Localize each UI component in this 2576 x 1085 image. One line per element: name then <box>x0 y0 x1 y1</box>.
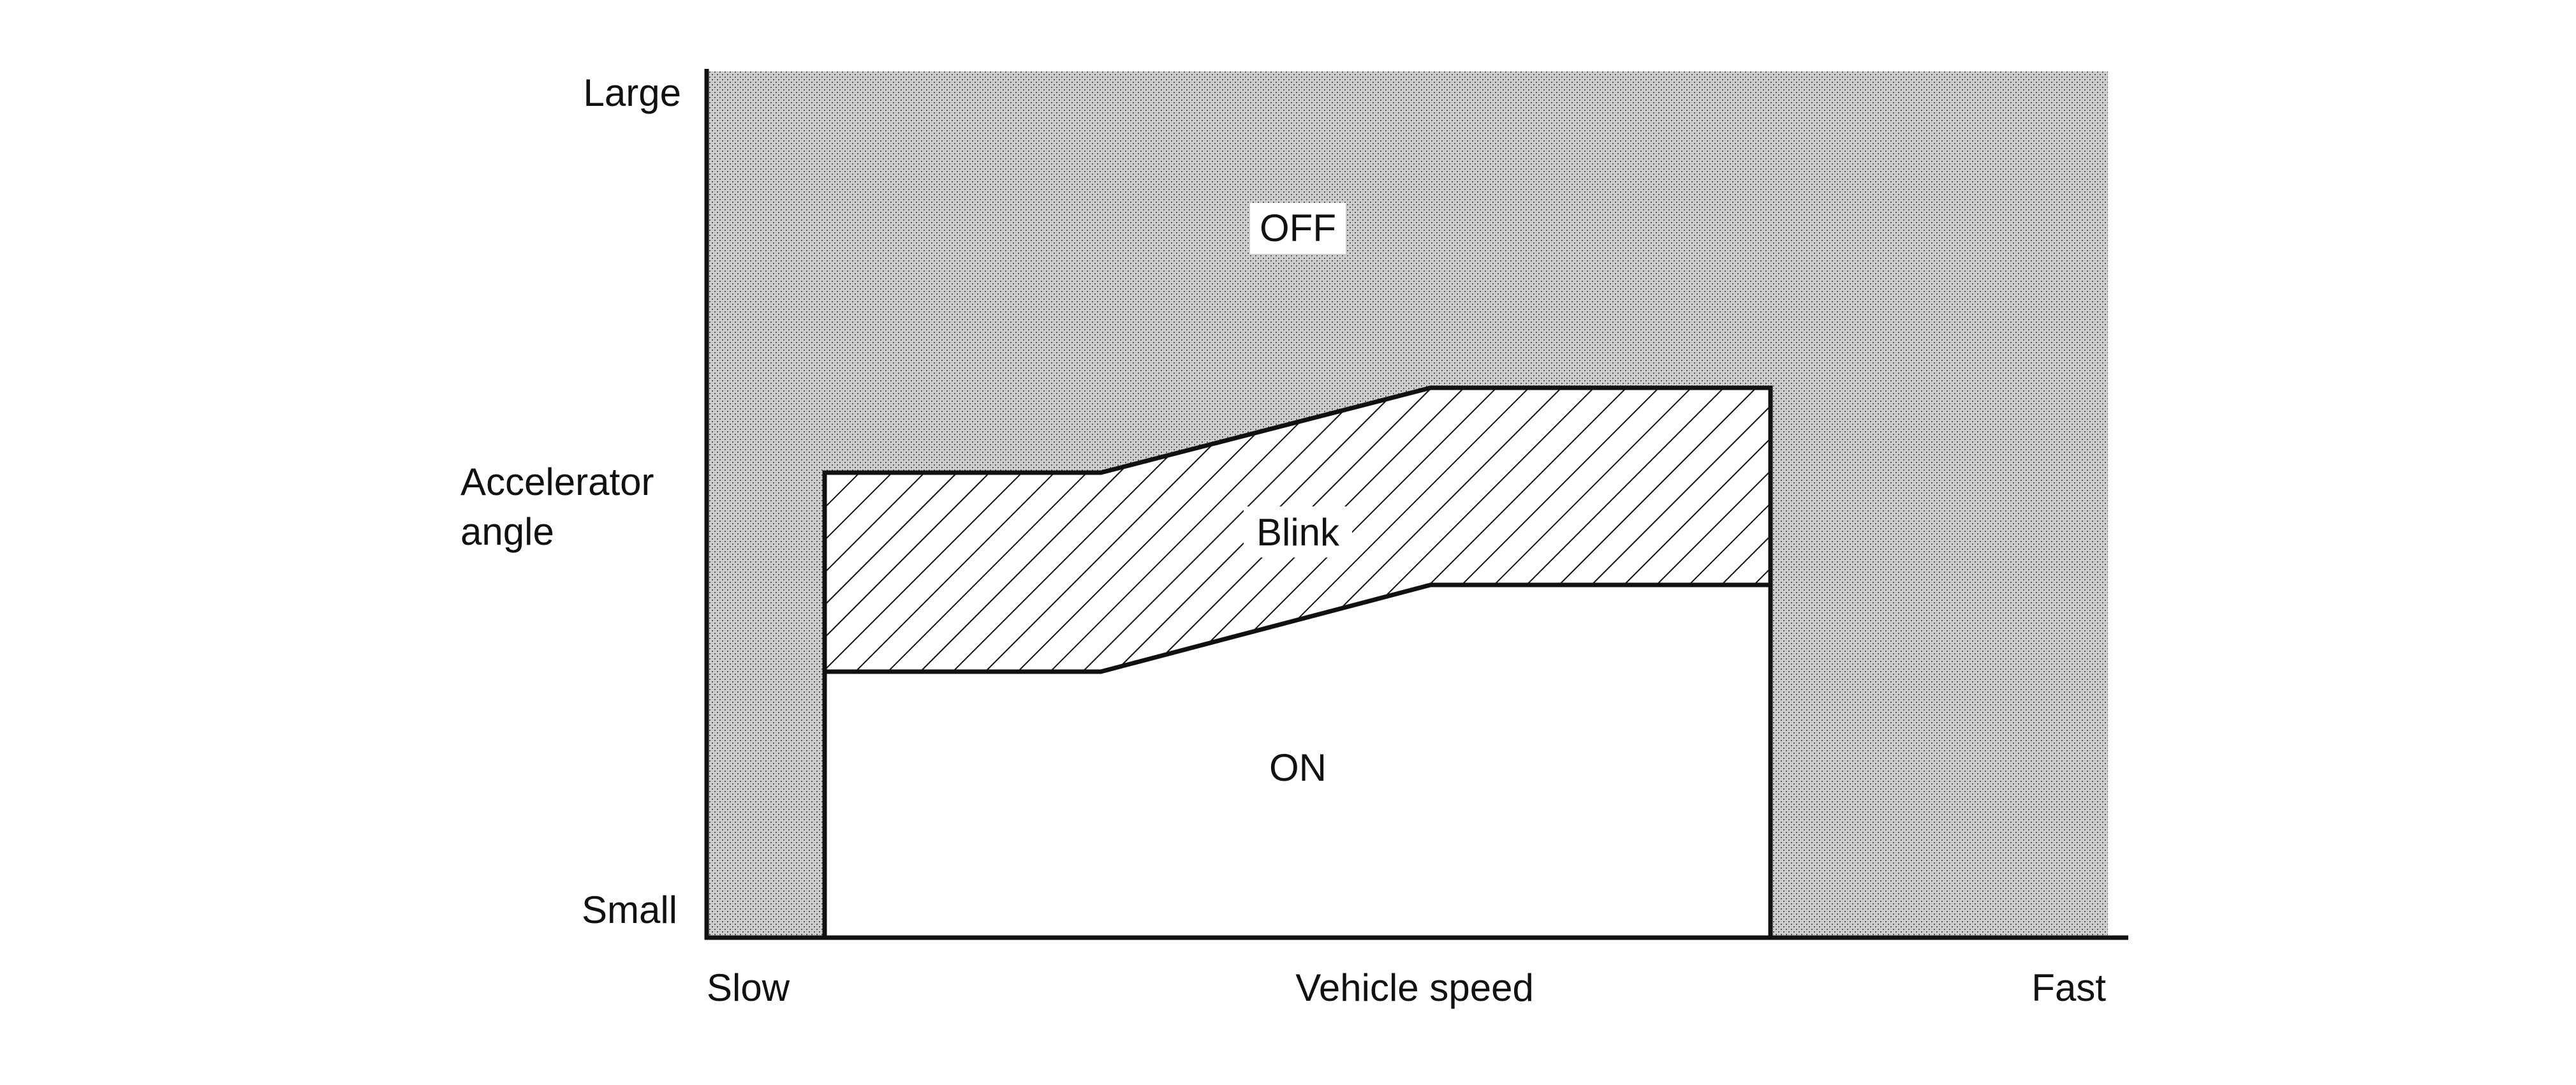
off-label-bg <box>1250 203 1346 254</box>
blink-lower-boundary <box>825 582 1770 674</box>
off-region-label: OFF <box>1260 207 1336 249</box>
y-axis-title-line1: Accelerator <box>460 461 654 503</box>
x-axis-right-label: Fast <box>2031 966 2106 1009</box>
blink-label-bg <box>1244 506 1352 557</box>
blink-upper-boundary <box>822 385 1773 938</box>
x-axis-left-label: Slow <box>707 966 790 1009</box>
on-region-label: ON <box>1269 746 1327 789</box>
x-axis-title: Vehicle speed <box>1295 966 1534 1009</box>
y-axis-title-line2: angle <box>460 510 554 553</box>
blink-region-label: Blink <box>1256 511 1340 554</box>
y-axis-top-label: Large <box>584 71 681 114</box>
y-axis-bottom-label: Small <box>582 889 677 931</box>
